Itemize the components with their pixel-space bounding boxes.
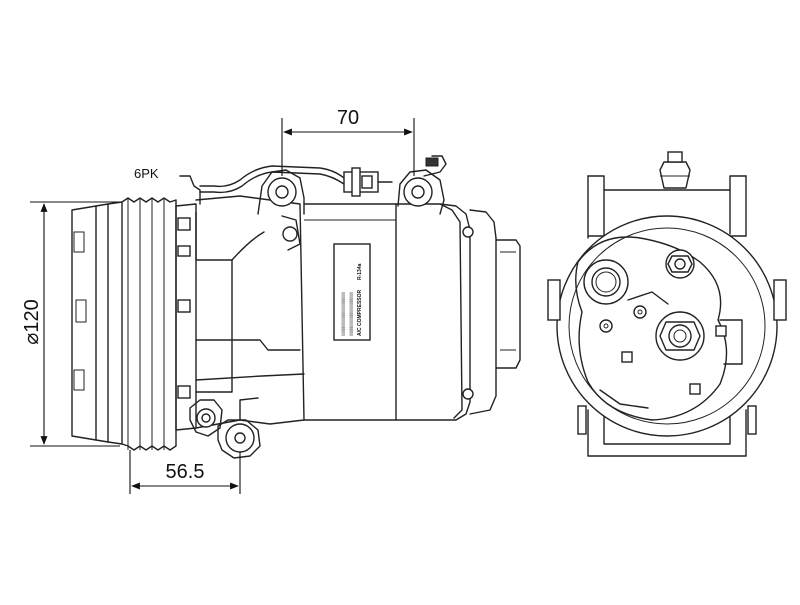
label-plate-barcode-2: ||||||||||||||||||||||||||||||||||||||||… [349, 292, 353, 336]
dimension-mount-offset: 56.5 [129, 450, 241, 494]
label-plate-barcode: ||||||||||||||||||||||||||||||||||||||||… [341, 292, 345, 336]
rear-view [547, 151, 787, 457]
dimension-pulley-diameter: ⌀120 [21, 201, 120, 447]
clutch-connector [199, 155, 447, 197]
top-mount-lugs [257, 169, 445, 251]
diameter-120-label: ⌀120 [21, 299, 43, 344]
compressor-body [303, 203, 521, 421]
belt-profile-label: 6PK [134, 166, 159, 181]
label-plate-line2: R-134a [357, 263, 363, 280]
dimension-70-label: 70 [337, 107, 359, 129]
bottom-mount-lugs [189, 397, 261, 459]
label-plate-line1: A/C COMPRESSOR [357, 289, 363, 336]
pulley [71, 197, 177, 451]
label-plate: ||||||||||||||||||||||||||||||||||||||||… [333, 243, 371, 341]
dimension-top-width: 70 [281, 107, 415, 176]
front-housing [175, 175, 305, 431]
side-view: ||||||||||||||||||||||||||||||||||||||||… [21, 107, 521, 494]
dimension-56-5-label: 56.5 [166, 461, 205, 483]
